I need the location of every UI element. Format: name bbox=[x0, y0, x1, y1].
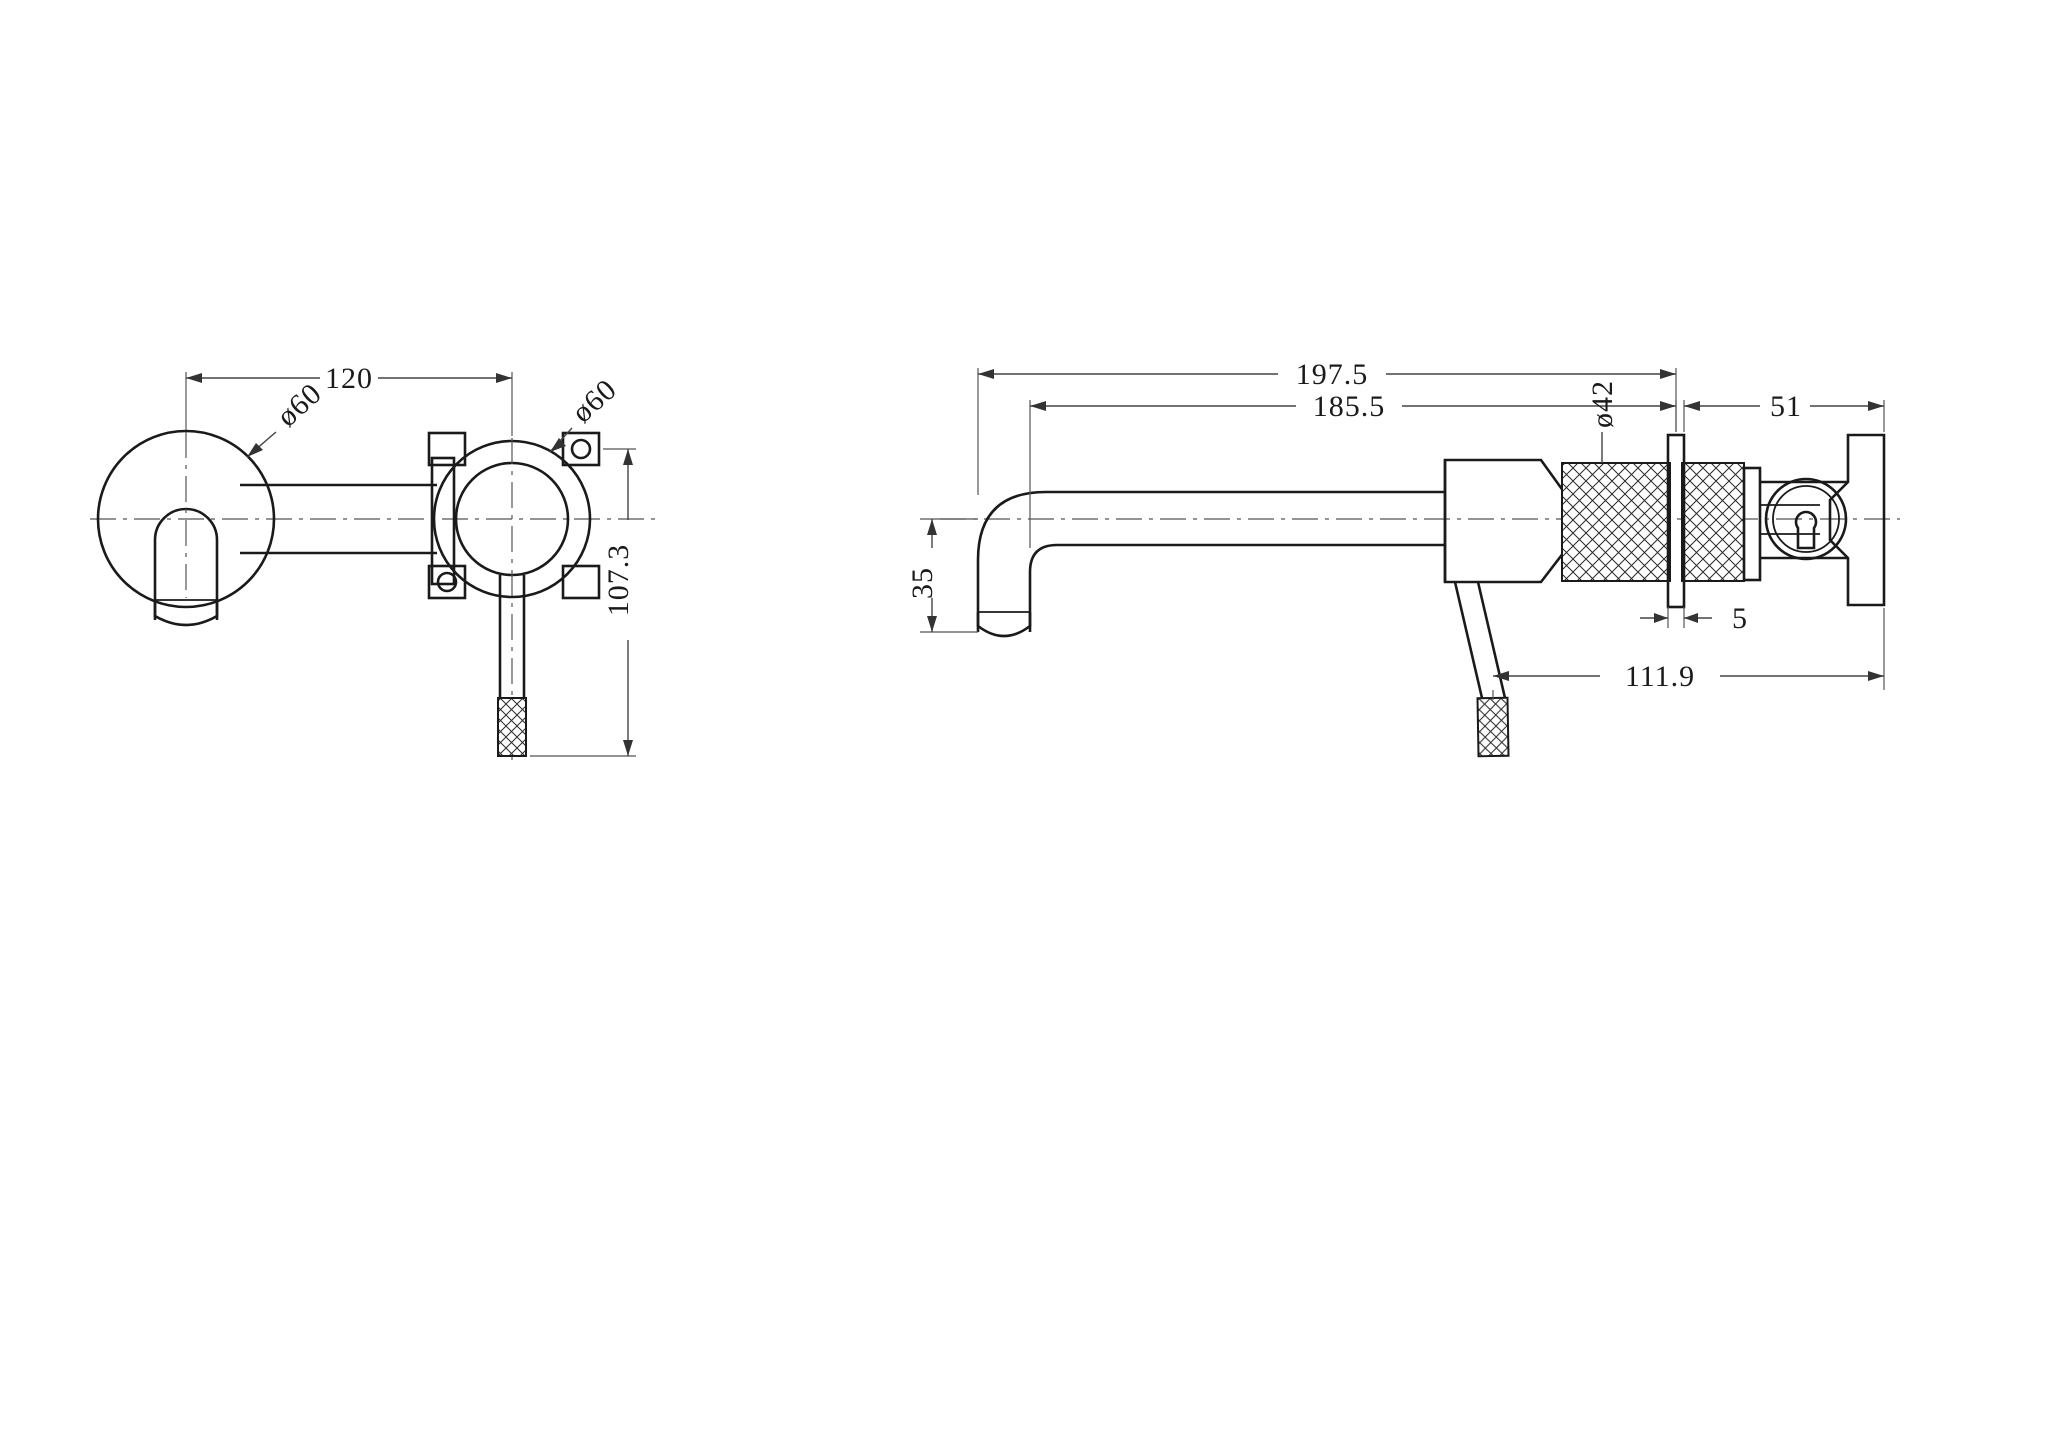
mixer-body-block bbox=[1443, 458, 1566, 584]
left-handle-cap bbox=[153, 600, 219, 627]
side-handle-lever-right-edge bbox=[1476, 581, 1507, 699]
dim-51-arrow-right bbox=[1868, 401, 1884, 411]
spout-outlet-cap bbox=[976, 612, 1032, 638]
dim-120-arrow-left bbox=[186, 373, 202, 383]
dim-dia60-right-arrow bbox=[550, 438, 566, 452]
dim-5-arrow-right bbox=[1684, 613, 1698, 623]
knurled-collar-band-2 bbox=[1681, 462, 1745, 582]
dim-1855-arrow-left bbox=[1030, 401, 1046, 411]
dim-1855-arrow-right bbox=[1660, 401, 1676, 411]
bracket-fixing-hole-top bbox=[570, 438, 592, 460]
dim-dia60-left-arrow bbox=[247, 443, 263, 457]
dim-1119-label: 111.9 bbox=[1625, 660, 1695, 693]
dim-35-arrow-top bbox=[927, 519, 937, 535]
bracket-keyhole-slot bbox=[1794, 510, 1818, 550]
dim-1975-arrow-right bbox=[1660, 369, 1676, 379]
dim-35-arrow-bottom bbox=[927, 616, 937, 632]
bracket-ear-bottom-right bbox=[561, 564, 601, 600]
knurled-collar-band-1 bbox=[1561, 462, 1671, 582]
bracket-ear-bottom-left bbox=[427, 564, 467, 600]
dim-1119-arrow-right bbox=[1868, 671, 1884, 681]
side-handle-knurled-grip bbox=[1476, 696, 1510, 758]
dim-5-label: 5 bbox=[1732, 602, 1748, 635]
dim-35-label: 35 bbox=[906, 567, 939, 599]
bracket-boss-inner bbox=[1772, 485, 1840, 553]
dim-1073-arrow-top bbox=[623, 449, 633, 465]
bracket-boss-outer bbox=[1764, 477, 1848, 561]
collar-flange-plate bbox=[1666, 433, 1686, 609]
dim-51-label: 51 bbox=[1770, 390, 1802, 423]
dim-1119-arrow-left bbox=[1493, 671, 1509, 681]
side-view-group: 197.5 185.5 ø42 51 5 35 bbox=[906, 358, 1900, 758]
spout-collar-block bbox=[430, 456, 456, 586]
bracket-fixing-hole-bottom bbox=[436, 571, 458, 593]
dim-1073-arrow-bottom bbox=[623, 740, 633, 756]
dim-dia60-left-label: ø60 bbox=[271, 377, 329, 434]
dim-1975-label: 197.5 bbox=[1296, 358, 1369, 391]
dim-1855-label: 185.5 bbox=[1313, 390, 1386, 423]
plan-handle-knurled-grip bbox=[497, 697, 527, 757]
dim-dia60-right-label: ø60 bbox=[566, 373, 624, 430]
dim-120-label: 120 bbox=[325, 362, 373, 395]
left-cover-plate-circle bbox=[96, 429, 276, 609]
dim-51-arrow-left bbox=[1684, 401, 1700, 411]
bracket-ear-top-left bbox=[427, 431, 467, 467]
spout-outer-curve bbox=[976, 490, 1113, 632]
dim-1975-arrow-left bbox=[978, 369, 994, 379]
bracket-body-right bbox=[1828, 433, 1886, 607]
plan-view-group: 120 ø60 ø60 107.3 bbox=[90, 362, 660, 760]
dim-1073-label: 107.3 bbox=[602, 544, 635, 617]
dim-5-arrow-left bbox=[1654, 613, 1668, 623]
bracket-connector-plate bbox=[1742, 466, 1762, 582]
dim-120-arrow-right bbox=[496, 373, 512, 383]
bracket-ear-top-right bbox=[561, 431, 601, 467]
side-handle-lever-left-edge bbox=[1453, 581, 1484, 699]
dim-dia42-label: ø42 bbox=[1586, 380, 1619, 428]
spout-inner-curve bbox=[1028, 543, 1113, 632]
